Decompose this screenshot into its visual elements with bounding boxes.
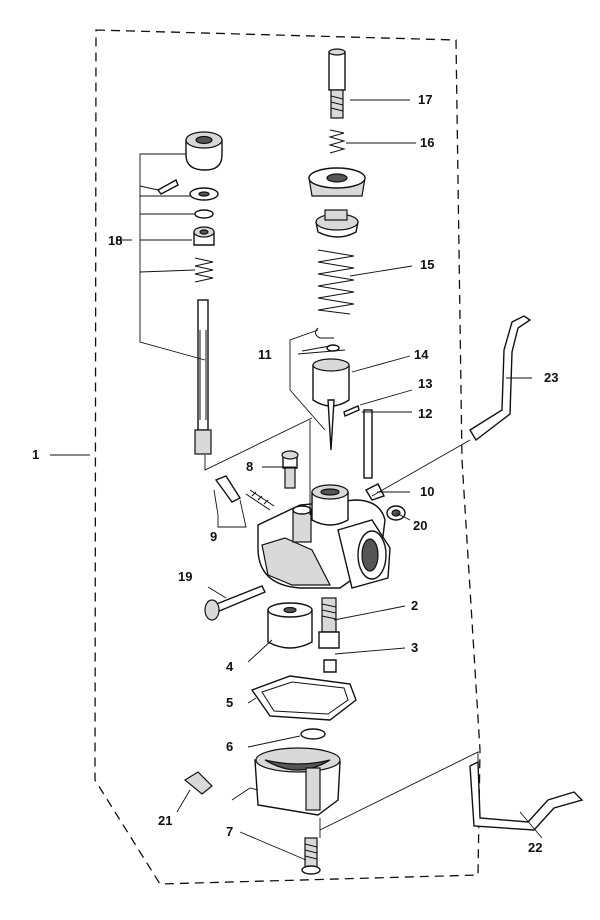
callout-22: 22 [528, 840, 542, 855]
callout-15: 15 [420, 257, 434, 272]
callout-6: 6 [226, 739, 233, 754]
callout-18: 18 [108, 233, 122, 248]
part-23-tube [469, 315, 532, 442]
callout-9: 9 [210, 529, 217, 544]
part-22-hose [469, 760, 584, 831]
callout-20: 20 [413, 518, 427, 533]
part-4-float [267, 602, 313, 649]
callout-10: 10 [420, 484, 434, 499]
callout-1: 1 [32, 447, 39, 462]
callout-5: 5 [226, 695, 233, 710]
part-7-screw [301, 837, 321, 875]
callout-3: 3 [411, 640, 418, 655]
part-9-screws [214, 475, 275, 511]
connection-lines [204, 329, 479, 838]
callout-17: 17 [418, 92, 432, 107]
callout-14: 14 [414, 347, 429, 362]
callout-8: 8 [246, 459, 253, 474]
callout-11: 11 [258, 347, 272, 362]
leader-lines [50, 99, 543, 861]
callout-13: 13 [418, 376, 432, 391]
float-bowl [254, 747, 341, 816]
bracket-18 [139, 153, 206, 361]
callout-2: 2 [411, 598, 418, 613]
callout-21: 21 [158, 813, 172, 828]
part-21-fitting [183, 771, 213, 795]
callout-23: 23 [544, 370, 558, 385]
callout-4: 4 [226, 659, 234, 674]
throttle-slide-group [308, 48, 373, 479]
part-19-bolt [204, 585, 266, 621]
callout-19: 19 [178, 569, 192, 584]
callout-7: 7 [226, 824, 233, 839]
part-8-screw [281, 450, 299, 489]
part-5-gasket [250, 675, 357, 721]
starter-plunger-group [156, 131, 223, 455]
carburetor-body [257, 483, 406, 589]
part-3-washer [323, 659, 337, 673]
part-6-o-ring [300, 728, 326, 740]
part-2-jet [318, 597, 340, 649]
callout-16: 16 [420, 135, 434, 150]
callout-12: 12 [418, 406, 432, 421]
